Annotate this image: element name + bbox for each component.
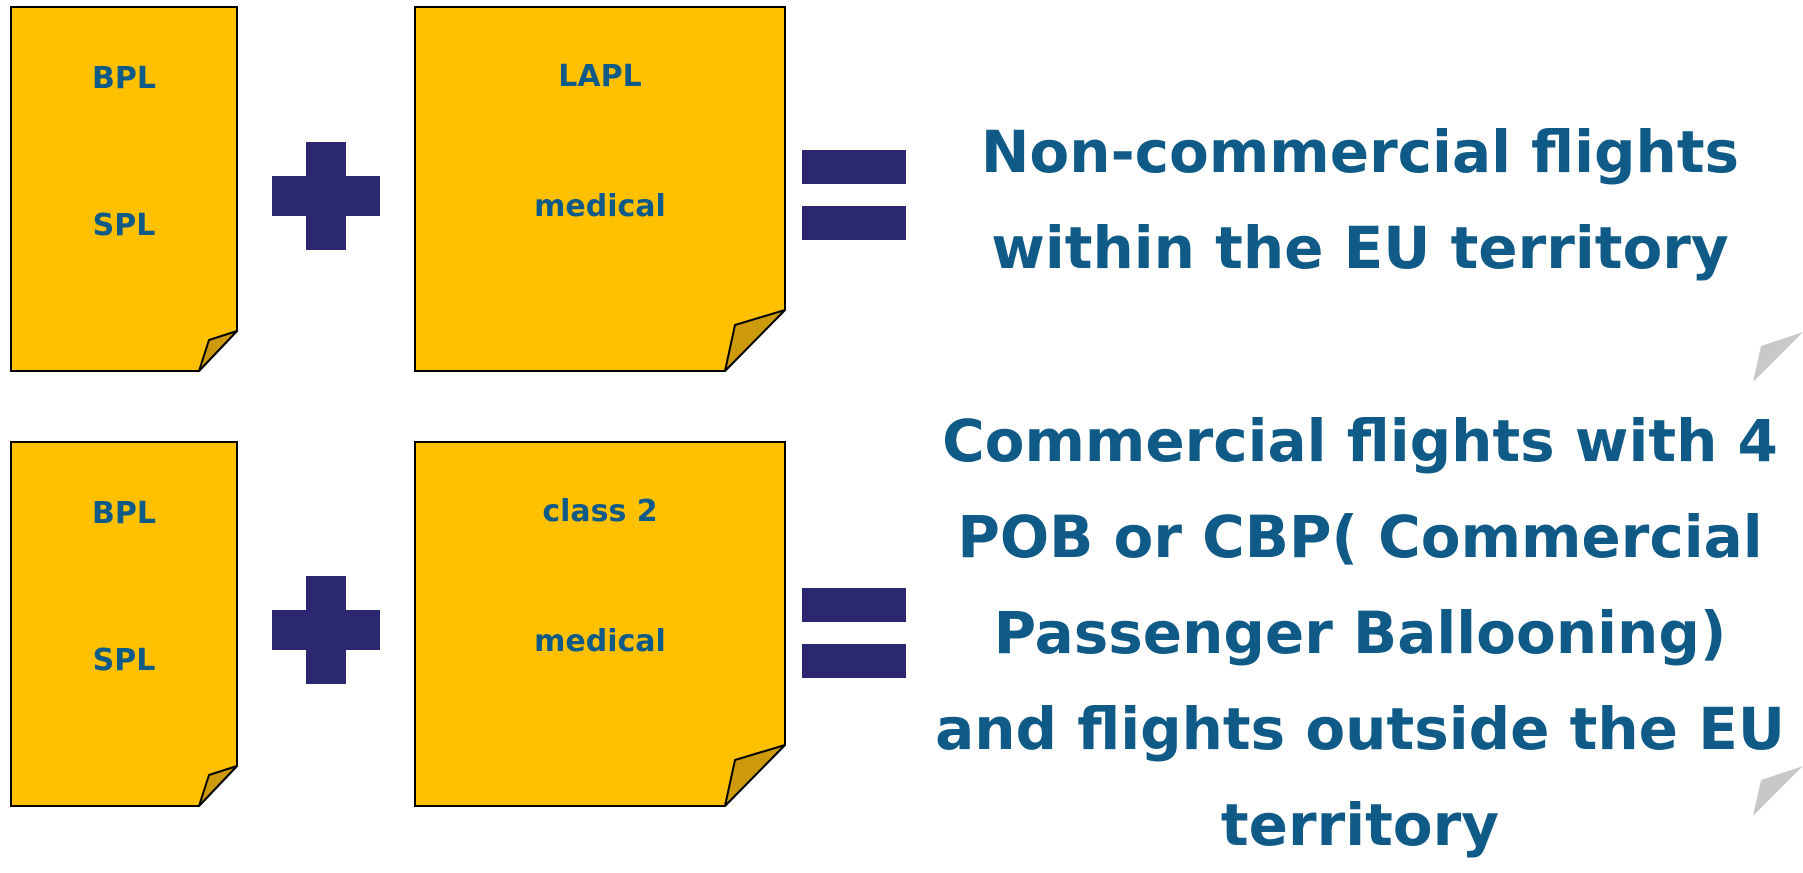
- corner-fold-icon: [1753, 766, 1803, 816]
- medical-line-1: LAPL: [558, 59, 642, 94]
- plus-operator-2: [272, 576, 380, 684]
- license-line-2: SPL: [92, 208, 156, 243]
- medical-line-2: medical: [534, 189, 666, 224]
- sticky-note-icon: [10, 6, 238, 372]
- license-card-2: BPL SPL: [10, 441, 238, 807]
- result-line: Non-commercial flights: [980, 118, 1740, 186]
- corner-fold-icon: [1753, 332, 1803, 382]
- license-line-1: BPL: [92, 61, 156, 96]
- sticky-note-icon: [414, 441, 786, 807]
- medical-line-1: class 2: [542, 494, 658, 529]
- result-line: territory: [1220, 791, 1500, 859]
- medical-card-2: class 2 medical: [414, 441, 786, 807]
- sticky-note-icon: [10, 441, 238, 807]
- equals-operator-1: [802, 150, 906, 240]
- result-line: Passenger Ballooning): [993, 599, 1727, 667]
- result-line: Commercial flights with 4: [942, 407, 1778, 475]
- equals-operator-2: [802, 588, 906, 678]
- sticky-note-icon: [414, 6, 786, 372]
- result-line: and flights outside the EU: [935, 695, 1785, 763]
- result-line: POB or CBP( Commercial: [957, 503, 1763, 571]
- license-line-1: BPL: [92, 496, 156, 531]
- result-text-2: Commercial flights with 4 POB or CBP( Co…: [920, 393, 1800, 873]
- plus-operator-1: [272, 142, 380, 250]
- license-card-1: BPL SPL: [10, 6, 238, 372]
- medical-card-1: LAPL medical: [414, 6, 786, 372]
- result-text-1: Non-commercial flights within the EU ter…: [920, 104, 1800, 296]
- license-line-2: SPL: [92, 643, 156, 678]
- result-line: within the EU territory: [991, 214, 1729, 282]
- medical-line-2: medical: [534, 624, 666, 659]
